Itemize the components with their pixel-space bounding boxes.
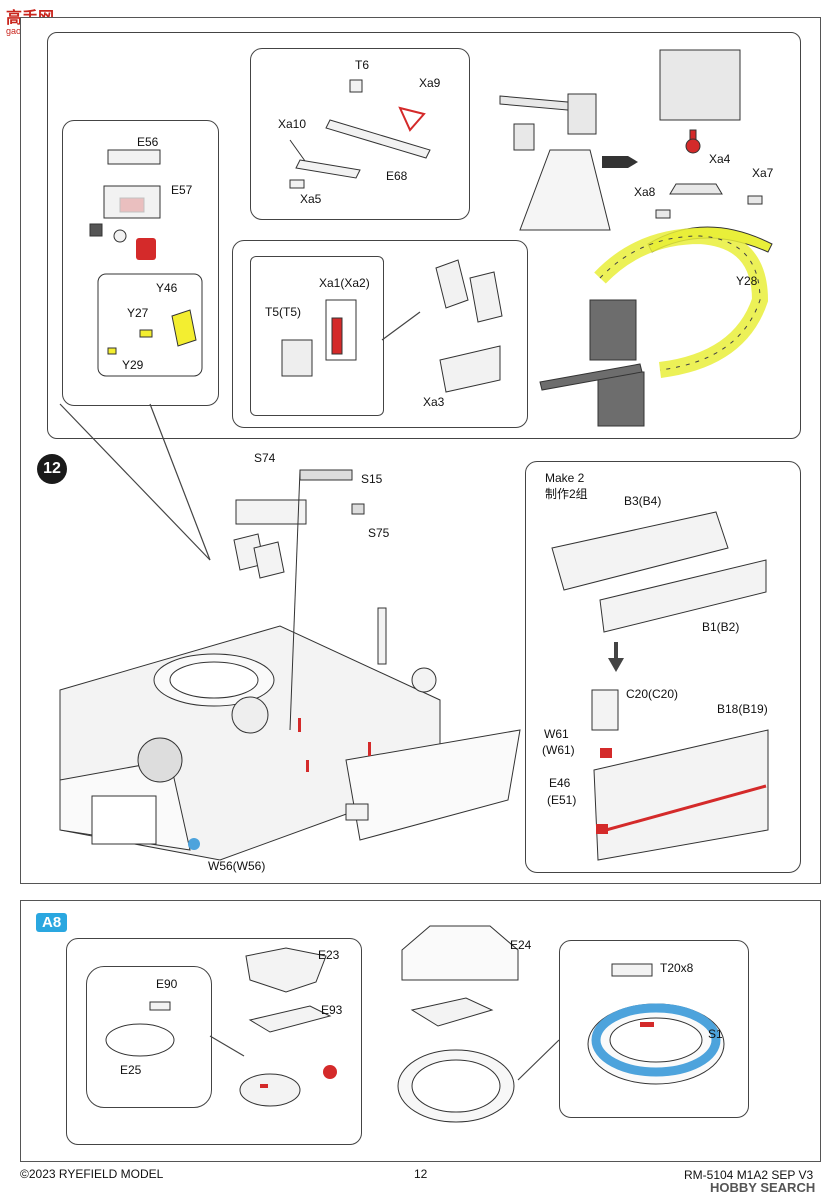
label-b3-b4: B3(B4) (624, 494, 662, 508)
label-y27: Y27 (127, 306, 149, 320)
label-t6: T6 (355, 58, 370, 72)
footer-watermark: HOBBY SEARCH (710, 1180, 816, 1195)
label-w61: W61 (544, 727, 569, 741)
footer-model-code: RM-5104 M1A2 SEP V3 (684, 1168, 814, 1182)
label-e93: E93 (321, 1003, 343, 1017)
label-e57: E57 (171, 183, 193, 197)
label-s75: S75 (368, 526, 390, 540)
label-y29: Y29 (122, 358, 144, 372)
a8-badge: A8 (36, 913, 68, 932)
label-t20x8: T20x8 (660, 961, 694, 975)
label-xa8: Xa8 (634, 185, 656, 199)
label-e23: E23 (318, 948, 340, 962)
label-e56: E56 (137, 135, 159, 149)
label-xa5: Xa5 (300, 192, 322, 206)
label-xa9: Xa9 (419, 76, 441, 90)
label-s15: S15 (361, 472, 383, 486)
label-y28: Y28 (736, 274, 758, 288)
label-xa10: Xa10 (278, 117, 307, 131)
label-s1: S1 (708, 1027, 723, 1041)
label-s74: S74 (254, 451, 276, 465)
label-y46: Y46 (156, 281, 178, 295)
label-xa1-xa2: Xa1(Xa2) (319, 276, 370, 290)
label-xa4: Xa4 (709, 152, 731, 166)
footer-page-number: 12 (414, 1167, 428, 1181)
footer-copyright: ©2023 RYEFIELD MODEL (20, 1167, 164, 1181)
label-e68: E68 (386, 169, 408, 183)
label-b1-b2: B1(B2) (702, 620, 740, 634)
make2-note-en: Make 2 (545, 471, 585, 485)
label-w56-w56: W56(W56) (208, 859, 266, 873)
mid-inner-callout (250, 256, 384, 416)
label-xa3: Xa3 (423, 395, 445, 409)
step-number-badge: 12 (37, 454, 67, 484)
label-e51: (E51) (547, 793, 577, 807)
callout-e56-e57 (89, 149, 203, 377)
label-e25: E25 (120, 1063, 142, 1077)
label-w61-paren: (W61) (542, 743, 575, 757)
label-xa7: Xa7 (752, 166, 774, 180)
label-t5-t5: T5(T5) (265, 305, 301, 319)
label-e24: E24 (510, 938, 532, 952)
label-e46: E46 (549, 776, 571, 790)
label-e90: E90 (156, 977, 178, 991)
label-b18-b19: B18(B19) (717, 702, 768, 716)
make2-note-cn: 制作2组 (545, 487, 588, 501)
label-c20-c20: C20(C20) (626, 687, 679, 701)
